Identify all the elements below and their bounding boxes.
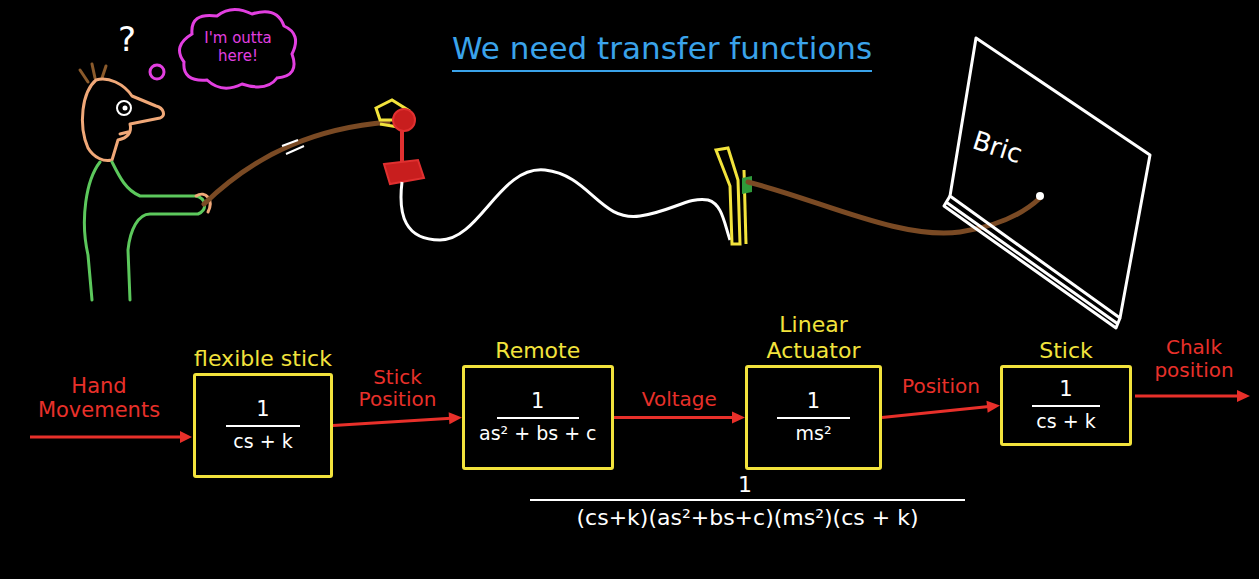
remote-lever	[400, 131, 404, 165]
fraction-bar	[497, 417, 579, 419]
input-arrow	[30, 431, 192, 443]
question-mark: ?	[118, 20, 136, 59]
product-fraction-bar	[530, 499, 965, 501]
block-heading: Linear Actuator	[738, 312, 889, 363]
numerator: 1	[531, 390, 544, 413]
fraction-bar	[1032, 405, 1101, 407]
flexible-stick	[204, 122, 388, 204]
numerator: 1	[256, 398, 269, 421]
head	[82, 79, 163, 161]
man-figure	[80, 64, 210, 300]
pupil	[123, 106, 128, 111]
arrow-line	[333, 418, 451, 425]
arrow-line	[614, 416, 734, 419]
signal-arrow	[882, 401, 1000, 418]
denominator: cs + k	[233, 431, 292, 453]
signal-arrow	[614, 412, 745, 424]
numerator: 1	[1059, 378, 1072, 401]
body	[84, 162, 204, 300]
motion-marks	[282, 140, 304, 154]
denominator: ms²	[795, 423, 831, 445]
board-ledge	[944, 196, 1120, 328]
arrow-line	[882, 407, 989, 418]
block-heading: Stick	[993, 338, 1139, 363]
signal-label: Position	[887, 375, 995, 397]
cloud-path	[180, 9, 296, 88]
block-heading: Remote	[455, 338, 621, 363]
signal-arrow	[333, 412, 462, 425]
eye	[117, 101, 131, 115]
input-head	[180, 431, 192, 443]
thought-text: I'm outta here!	[200, 29, 276, 65]
denominator: as² + bs + c	[479, 423, 597, 445]
numerator: 1	[807, 390, 820, 413]
arrow-head	[732, 412, 745, 424]
wire	[401, 170, 730, 240]
chalk-stick	[748, 182, 1040, 233]
signal-label: Chalk position	[1138, 336, 1250, 382]
input-line	[30, 436, 183, 439]
actuator-body	[716, 148, 740, 244]
product-denominator: (cs+k)(as²+bs+c)(ms²)(cs + k)	[520, 505, 975, 530]
remote-base	[384, 160, 424, 184]
denominator: cs + k	[1036, 411, 1095, 433]
output-arrow	[1135, 390, 1250, 402]
signal-label: Hand Movements	[24, 374, 174, 422]
linear-actuator	[716, 148, 746, 244]
remote	[376, 100, 424, 184]
transfer-function-box: Stick1cs + k	[1000, 365, 1132, 446]
output-line	[1135, 395, 1238, 398]
blackboard	[944, 38, 1150, 328]
mouth	[120, 132, 128, 134]
output-head	[1237, 390, 1250, 402]
diagram-title: We need transfer functions	[452, 30, 872, 72]
transfer-function-box: Linear Actuator1ms²	[745, 365, 882, 470]
arrow-head	[986, 401, 1000, 413]
remote-knob	[393, 109, 415, 131]
block-heading: flexible stick	[186, 346, 340, 371]
chalk	[1036, 192, 1044, 200]
thought-dot	[150, 65, 164, 79]
fraction-bar	[226, 425, 300, 427]
signal-label: Stick Position	[338, 366, 457, 410]
thought-bubble: I'm outta here!	[172, 4, 304, 90]
product-numerator: 1	[738, 472, 752, 497]
board-writing: Bric	[969, 126, 1026, 170]
fraction-bar	[777, 417, 849, 419]
signal-label: Voltage	[619, 388, 740, 410]
transfer-function-box: Remote1as² + bs + c	[462, 365, 614, 470]
transfer-function-box: flexible stick1cs + k	[193, 373, 333, 478]
arrow-head	[449, 412, 462, 424]
